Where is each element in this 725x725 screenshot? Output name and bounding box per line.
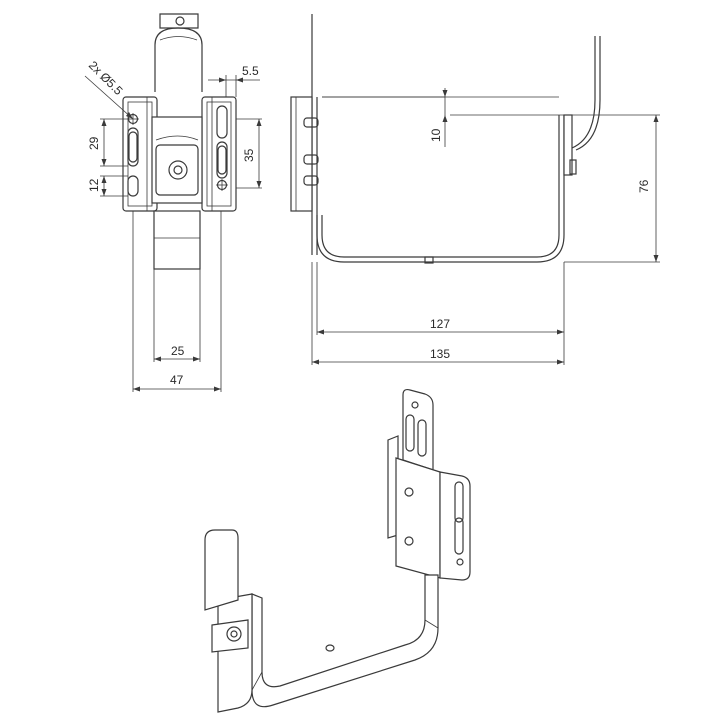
front-view: 2x Ø5.5 5.5 29 12 35 25 47 <box>84 13 262 392</box>
hole-diameter-label: 2x Ø5.5 <box>86 58 126 98</box>
slot-width-dimension-label: 12 <box>87 178 101 192</box>
isometric-view <box>204 388 471 713</box>
total-width-dimension-label: 47 <box>170 373 184 387</box>
height-dimension-label: 76 <box>637 179 651 193</box>
inner-width-dimension-label: 127 <box>430 317 450 331</box>
depth-offset-dimension-label: 10 <box>429 128 443 142</box>
outer-width-dimension-label: 135 <box>430 347 450 361</box>
tongue-width-dimension-label: 25 <box>171 344 185 358</box>
offset-dimension-label: 5.5 <box>242 64 259 78</box>
side-view: 10 76 127 135 <box>290 14 660 365</box>
plate-height-dimension-label: 35 <box>242 148 256 162</box>
slot-height-dimension-label: 29 <box>87 136 101 150</box>
